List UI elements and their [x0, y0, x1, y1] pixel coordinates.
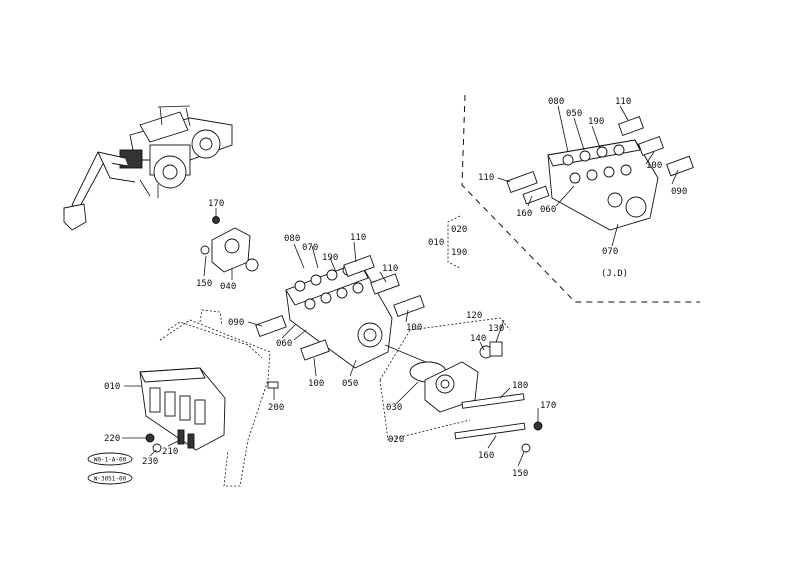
label-040: 040 [220, 282, 236, 292]
label-180: 180 [512, 381, 528, 391]
reference-tag-2: W-3051-00 [87, 471, 133, 485]
bracket-040 [200, 216, 259, 273]
label-100a: 100 [406, 323, 422, 333]
label-inset-160: 160 [516, 209, 532, 219]
inset-control-valve [506, 116, 694, 231]
label-010b: 010 [428, 238, 444, 248]
label-inset-caption: (J.D) [601, 269, 628, 279]
reference-tag-2-text: W-3051-00 [94, 476, 127, 483]
label-190b: 190 [451, 248, 467, 258]
leader-lines [122, 105, 679, 467]
valve-assembly-010 [139, 367, 279, 453]
label-140: 140 [470, 334, 486, 344]
label-030: 030 [386, 403, 402, 413]
label-170b: 170 [540, 401, 556, 411]
label-190: 190 [322, 253, 338, 263]
label-020b: 020 [388, 435, 404, 445]
label-inset-050: 050 [566, 109, 582, 119]
label-070: 070 [302, 243, 318, 253]
label-080: 080 [284, 234, 300, 244]
label-inset-100: 100 [646, 161, 662, 171]
label-230: 230 [142, 457, 158, 467]
label-020a: 020 [451, 225, 467, 235]
label-inset-060: 060 [540, 205, 556, 215]
main-control-valve [255, 254, 446, 371]
label-150b: 150 [512, 469, 528, 479]
label-inset-070: 070 [602, 247, 618, 257]
bracket-020-190 [447, 215, 461, 269]
label-100b: 100 [308, 379, 324, 389]
label-inset-080: 080 [548, 97, 564, 107]
label-090: 090 [228, 318, 244, 328]
label-inset-110b: 110 [478, 173, 494, 183]
label-150a: 150 [196, 279, 212, 289]
engine-outline [159, 309, 271, 487]
label-130: 130 [488, 324, 504, 334]
tractor-backhoe-illustration [63, 105, 233, 231]
reference-tag-1-text: W0-1-A-00 [94, 457, 127, 464]
valve-body-group [379, 317, 543, 453]
label-120: 120 [466, 311, 482, 321]
label-inset-090: 090 [671, 187, 687, 197]
inset-jd-divider [461, 94, 700, 303]
label-inset-110: 110 [615, 97, 631, 107]
label-050: 050 [342, 379, 358, 389]
label-160: 160 [478, 451, 494, 461]
label-210: 210 [162, 447, 178, 457]
label-170a: 170 [208, 199, 224, 209]
label-060: 060 [276, 339, 292, 349]
label-110a: 110 [350, 233, 366, 243]
label-110b: 110 [382, 264, 398, 274]
label-220: 220 [104, 434, 120, 444]
label-inset-190: 190 [588, 117, 604, 127]
label-010: 010 [104, 382, 120, 392]
reference-tag-1: W0-1-A-00 [87, 452, 133, 466]
label-200: 200 [268, 403, 284, 413]
